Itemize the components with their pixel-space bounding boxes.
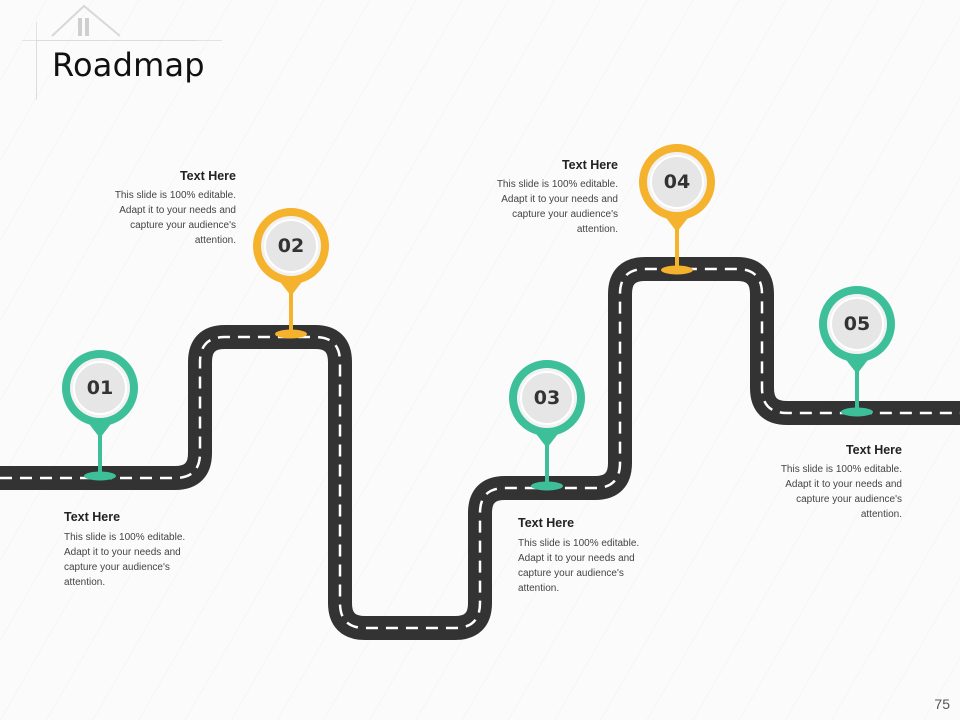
step-2-title: Text Here [179,169,236,183]
step-3-description: This slide is 100% editable. Adapt it to… [518,538,640,594]
step-5-title: Text Here [845,443,902,457]
step-5-pin [819,286,895,417]
step-4-number: 04 [663,171,691,193]
page-title: Roadmap [52,46,205,84]
step-1-title: Text Here [64,510,121,524]
step-2-number: 02 [277,235,305,257]
step-2-description: This slide is 100% editable. Adapt it to… [114,190,236,246]
step-3-number: 03 [533,387,561,409]
step-3-title: Text Here [518,516,575,530]
step-1-pin [62,350,138,481]
house-icon [51,4,121,37]
step-2-pin [253,208,329,339]
page-number: 75 [934,696,950,712]
title-frame [36,40,197,97]
step-4-pin [639,144,715,275]
step-5-description: This slide is 100% editable. Adapt it to… [780,464,902,520]
step-3-pin [509,360,585,491]
step-4-description: This slide is 100% editable. Adapt it to… [496,179,618,235]
step-4-title: Text Here [561,158,618,172]
step-1-description: This slide is 100% editable. Adapt it to… [64,532,186,588]
step-1-number: 01 [86,377,114,399]
step-5-number: 05 [843,313,871,335]
